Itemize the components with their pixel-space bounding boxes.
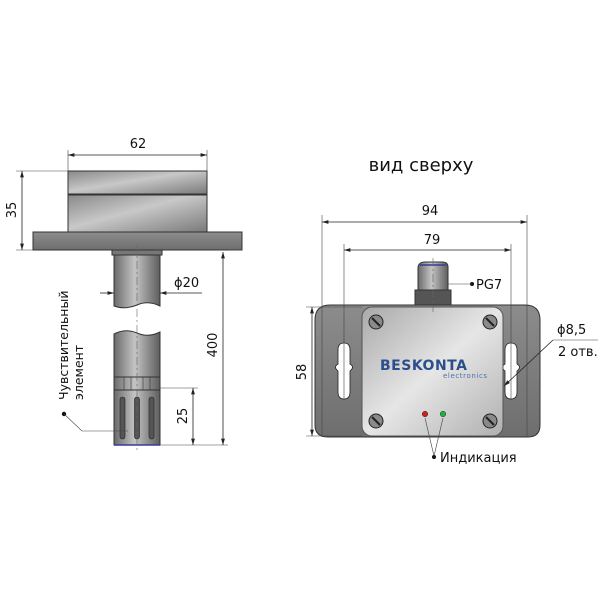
lid-screws bbox=[368, 314, 498, 429]
top-view-title: вид сверху bbox=[369, 155, 474, 176]
side-view: 62 35 400 25 ϕ20 Чувствительный элемент bbox=[5, 137, 243, 450]
dim-sensor-25: 25 bbox=[176, 408, 191, 425]
dim-length-400: 400 bbox=[206, 333, 221, 358]
logo-text: BESKONTA bbox=[380, 358, 467, 374]
led-red bbox=[421, 410, 429, 418]
sensor-label-line2: элемент bbox=[71, 345, 86, 400]
beskonta-logo: BESKONTA electronics bbox=[380, 358, 488, 380]
led-green bbox=[439, 410, 447, 418]
dim-height-58: 58 bbox=[295, 364, 310, 381]
mounting-flange bbox=[32, 231, 243, 251]
enclosure-lid bbox=[361, 306, 504, 437]
hole-count: 2 отв. bbox=[558, 345, 598, 360]
housing-top bbox=[67, 170, 208, 195]
dim-width-94: 94 bbox=[422, 204, 439, 219]
dim-diameter-20: ϕ20 bbox=[174, 276, 199, 291]
sensor-label-line1: Чувствительный bbox=[56, 291, 71, 400]
dim-width-62: 62 bbox=[130, 137, 147, 152]
housing-body bbox=[67, 194, 208, 233]
dim-height-35: 35 bbox=[5, 202, 20, 219]
indicator-label: Индикация bbox=[440, 451, 517, 466]
gland-label: PG7 bbox=[476, 278, 502, 293]
top-view: вид сверху PG7 BESKONTA electronics bbox=[295, 155, 598, 466]
dim-width-79: 79 bbox=[424, 233, 441, 248]
sensor-leader bbox=[63, 413, 128, 432]
logo-subtext: electronics bbox=[443, 372, 488, 380]
hole-diameter: ϕ8,5 bbox=[557, 323, 586, 338]
